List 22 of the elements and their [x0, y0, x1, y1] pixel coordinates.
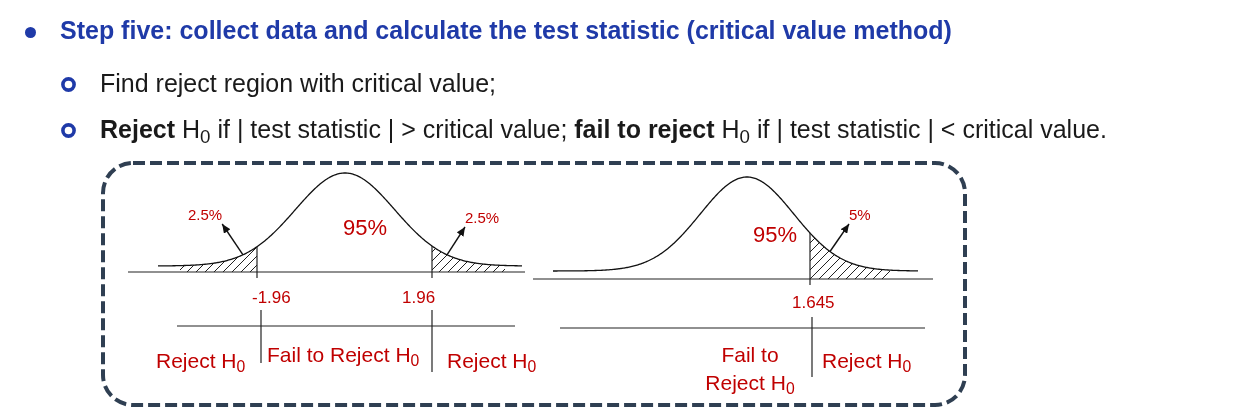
leader-arrow — [221, 223, 244, 256]
heading: Step five: collect data and calculate the test statistic (critical value method) — [60, 15, 952, 45]
critical-value-label: 1.645 — [792, 293, 835, 314]
region-label: Fail to Reject H$_{0}$ — [267, 342, 420, 368]
region-label: Reject H$_{0}$ — [447, 348, 537, 374]
region-label: Reject H$_{0}$ — [156, 348, 246, 374]
leader-arrow — [829, 223, 850, 253]
region-label: Reject H$_{0}$ — [822, 348, 912, 374]
dashed-frame — [101, 161, 967, 407]
percent-label: 95% — [343, 215, 388, 242]
percent-label: 2.5% — [465, 209, 500, 227]
percent-label: 2.5% — [188, 206, 223, 224]
critical-value-label: -1.96 — [252, 288, 291, 309]
region-label: Fail to Reject H$_{0}$ — [704, 342, 796, 397]
leader-arrow — [446, 226, 466, 256]
percent-label: 5% — [849, 206, 871, 224]
bullet-text: Reject H$_{0}$ if | test statistic | > critical value; fail to reject H$_{0}$ if | test statistic | < critical value. — [100, 114, 1107, 144]
hatched-tail-area — [432, 246, 505, 272]
critical-value-label: 1.96 — [402, 288, 436, 309]
bullet-text: Find reject region with critical value; — [100, 68, 496, 98]
hatched-tail-area — [180, 246, 257, 272]
percent-label: 95% — [753, 222, 798, 249]
